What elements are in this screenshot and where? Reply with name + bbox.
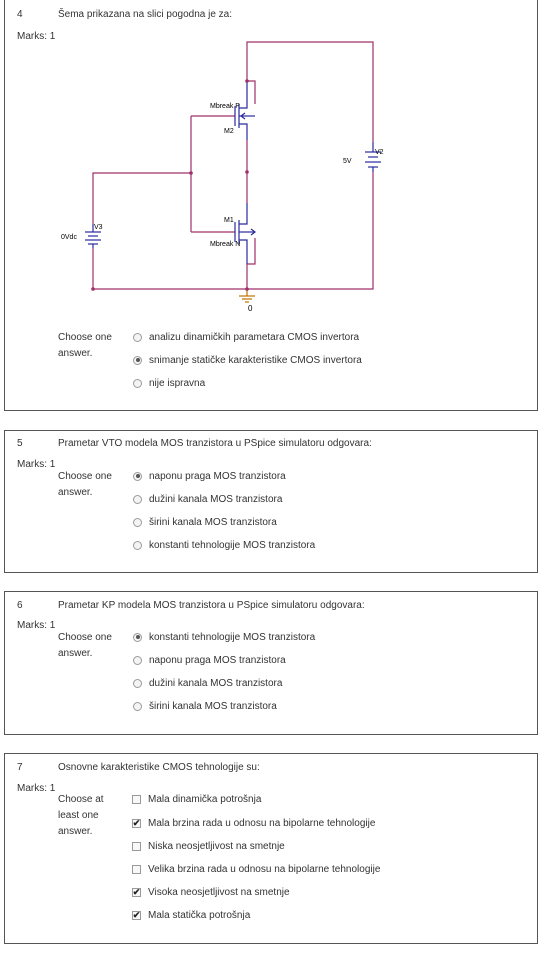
question-marks: Marks: 1 bbox=[17, 783, 56, 794]
question-7-card: 7 Osnovne karakteristike CMOS tehnologij… bbox=[4, 753, 538, 944]
answer-option[interactable]: dužini kanala MOS tranzistora bbox=[133, 491, 282, 507]
radio-button[interactable] bbox=[133, 655, 142, 665]
choose-instruction: Choose at least one answer. bbox=[58, 794, 104, 837]
junction-dot bbox=[245, 170, 249, 174]
m1-arrow bbox=[250, 228, 256, 236]
question-text: Osnovne karakteristike CMOS tehnologije … bbox=[58, 762, 260, 773]
answer-option[interactable]: širini kanala MOS tranzistora bbox=[133, 514, 277, 530]
radio-button[interactable] bbox=[133, 632, 142, 642]
junction-dot bbox=[189, 171, 193, 175]
question-text: Šema prikazana na slici pogodna je za: bbox=[58, 9, 232, 20]
answer-option[interactable]: analizu dinamičkih parametara CMOS inver… bbox=[133, 329, 359, 345]
question-marks: Marks: 1 bbox=[17, 31, 56, 42]
answer-option[interactable]: konstanti tehnologije MOS tranzistora bbox=[133, 537, 315, 553]
answer-label: analizu dinamičkih parametara CMOS inver… bbox=[149, 331, 360, 343]
radio-button[interactable] bbox=[133, 332, 142, 342]
radio-button[interactable] bbox=[133, 494, 142, 504]
m2-name-label: M2 bbox=[224, 128, 234, 135]
checkbox[interactable]: ✔ bbox=[132, 886, 141, 897]
m1-model-label: Mbreak N bbox=[210, 241, 240, 248]
radio-button[interactable] bbox=[133, 517, 142, 527]
wire-m2-body bbox=[247, 80, 256, 104]
answer-option[interactable]: naponu praga MOS tranzistora bbox=[133, 652, 286, 668]
radio-button[interactable] bbox=[133, 540, 142, 550]
checkbox[interactable] bbox=[132, 841, 141, 851]
question-number: 5 bbox=[17, 438, 23, 449]
answer-label: naponu praga MOS tranzistora bbox=[149, 654, 286, 666]
m2-model-label: Mbreak P bbox=[210, 103, 240, 110]
answer-option[interactable]: snimanje statičke karakteristike CMOS in… bbox=[133, 352, 362, 368]
question-number: 7 bbox=[17, 762, 23, 773]
wire-v2-to-ground bbox=[247, 172, 374, 290]
answer-option[interactable]: ✔ Visoka neosjetljivost na smetnje bbox=[132, 884, 290, 900]
answer-option[interactable]: konstanti tehnologije MOS tranzistora bbox=[133, 629, 315, 645]
question-marks: Marks: 1 bbox=[17, 620, 56, 631]
answer-label: širini kanala MOS tranzistora bbox=[149, 516, 277, 528]
ground-label: 0 bbox=[248, 304, 253, 313]
choose-instruction: Choose one answer. bbox=[58, 332, 112, 359]
wire-vdd-top bbox=[246, 41, 374, 142]
answer-option[interactable]: ✔ Mala statička potrošnja bbox=[132, 907, 250, 923]
wire-v3-to-gate bbox=[92, 172, 191, 224]
junction-dot bbox=[245, 287, 249, 291]
checkbox[interactable] bbox=[132, 794, 141, 804]
radio-button[interactable] bbox=[133, 678, 142, 688]
answer-option[interactable]: nije ispravna bbox=[133, 375, 205, 391]
circuit-schematic: Mbreak P M2 M1 Mbreak N V2 5V V3 0Vdc 0 bbox=[61, 41, 384, 313]
checkbox[interactable]: ✔ bbox=[132, 909, 141, 920]
answer-option[interactable]: Niska neosjetljivost na smetnje bbox=[132, 838, 285, 854]
question-marks: Marks: 1 bbox=[17, 459, 56, 470]
m2-arrow bbox=[240, 112, 246, 120]
answer-label: konstanti tehnologije MOS tranzistora bbox=[149, 631, 316, 643]
radio-button[interactable] bbox=[133, 471, 142, 481]
wire-m1-body bbox=[247, 238, 256, 265]
v2-value-label: 5V bbox=[343, 158, 352, 165]
m2-drain-lead bbox=[239, 123, 248, 140]
question-5-card: 5 Prametar VTO modela MOS tranzistora u … bbox=[4, 430, 538, 573]
choose-instruction: Choose one answer. bbox=[58, 632, 112, 659]
answer-label: dužini kanala MOS tranzistora bbox=[149, 493, 283, 505]
answer-label: Visoka neosjetljivost na smetnje bbox=[148, 886, 290, 898]
answer-label: Velika brzina rada u odnosu na bipolarne… bbox=[148, 863, 381, 875]
question-text: Prametar VTO modela MOS tranzistora u PS… bbox=[58, 438, 372, 449]
m2-source-lead bbox=[239, 81, 248, 109]
question-text: Prametar KP modela MOS tranzistora u PSp… bbox=[58, 600, 365, 611]
choose-instruction: Choose one answer. bbox=[58, 471, 112, 498]
v3-name-label: V3 bbox=[94, 224, 103, 231]
junction-dot bbox=[91, 287, 95, 291]
junction-dot bbox=[245, 79, 249, 83]
answer-label: Mala brzina rada u odnosu na bipolarne t… bbox=[148, 817, 376, 829]
answer-option[interactable]: naponu praga MOS tranzistora bbox=[133, 468, 286, 484]
m1-source-lead bbox=[239, 239, 248, 264]
answer-label: Mala statička potrošnja bbox=[148, 909, 251, 921]
v3-value-label: 0Vdc bbox=[61, 234, 77, 241]
answer-label: Niska neosjetljivost na smetnje bbox=[148, 840, 285, 852]
answer-label: konstanti tehnologije MOS tranzistora bbox=[149, 539, 316, 551]
question-4-card: 4 Šema prikazana na slici pogodna je za:… bbox=[4, 0, 538, 411]
checkbox[interactable] bbox=[132, 864, 141, 874]
radio-button[interactable] bbox=[133, 701, 142, 711]
radio-button[interactable] bbox=[133, 355, 142, 365]
answer-label: širini kanala MOS tranzistora bbox=[149, 700, 277, 712]
radio-button[interactable] bbox=[133, 378, 142, 388]
answer-option[interactable]: ✔ Mala brzina rada u odnosu na bipolarne… bbox=[132, 815, 375, 831]
answer-option[interactable]: dužini kanala MOS tranzistora bbox=[133, 675, 282, 691]
checkbox[interactable]: ✔ bbox=[132, 817, 141, 828]
answer-label: nije ispravna bbox=[149, 377, 206, 389]
answer-label: Mala dinamička potrošnja bbox=[148, 793, 262, 805]
answer-label: snimanje statičke karakteristike CMOS in… bbox=[149, 354, 362, 366]
answer-option[interactable]: Velika brzina rada u odnosu na bipolarne… bbox=[132, 861, 380, 877]
question-6-card: 6 Prametar KP modela MOS tranzistora u P… bbox=[4, 591, 538, 735]
answer-label: dužini kanala MOS tranzistora bbox=[149, 677, 283, 689]
m1-name-label: M1 bbox=[224, 217, 234, 224]
v2-name-label: V2 bbox=[375, 149, 384, 156]
question-number: 4 bbox=[17, 9, 23, 20]
answer-option[interactable]: Mala dinamička potrošnja bbox=[132, 791, 261, 807]
m1-drain-lead bbox=[239, 203, 248, 225]
answer-label: naponu praga MOS tranzistora bbox=[149, 470, 286, 482]
answer-option[interactable]: širini kanala MOS tranzistora bbox=[133, 698, 277, 714]
question-number: 6 bbox=[17, 600, 23, 611]
